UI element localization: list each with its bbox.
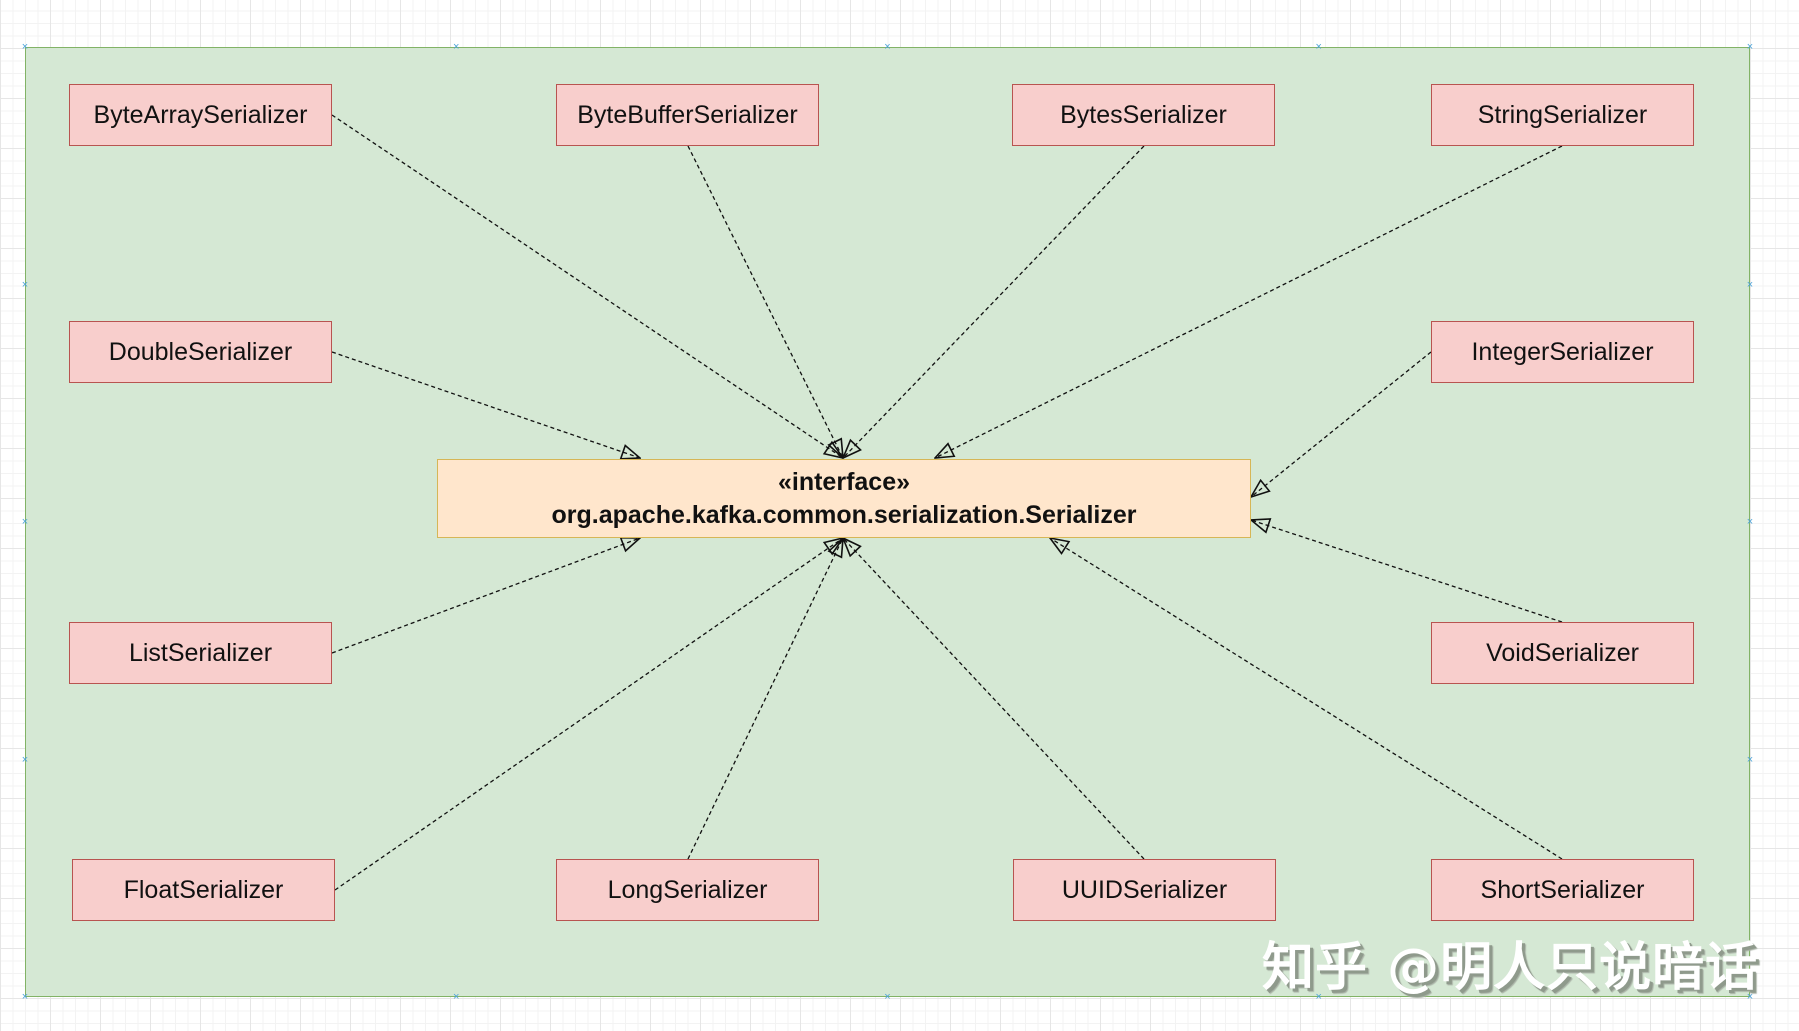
class-label: DoubleSerializer: [108, 337, 293, 366]
realization-arrow-bytes[interactable]: [843, 145, 1145, 458]
class-label: IntegerSerializer: [1471, 337, 1654, 366]
resize-handle-icon[interactable]: ×: [1746, 278, 1754, 291]
class-box-list[interactable]: ListSerializer: [69, 622, 332, 684]
class-box-short[interactable]: ShortSerializer: [1431, 859, 1694, 921]
interface-stereotype: «interface»: [777, 467, 911, 496]
interface-name: org.apache.kafka.common.serialization.Se…: [551, 500, 1137, 529]
resize-handle-icon[interactable]: ×: [1746, 991, 1754, 1003]
zhihu-watermark: 知乎 @明人只说暗话: [1262, 938, 1759, 998]
class-box-bytebuffer[interactable]: ByteBufferSerializer: [556, 84, 819, 146]
realization-arrow-integer[interactable]: [1251, 351, 1432, 497]
class-box-float[interactable]: FloatSerializer: [72, 859, 335, 921]
class-box-integer[interactable]: IntegerSerializer: [1431, 321, 1694, 383]
realization-arrow-uuid[interactable]: [843, 538, 1145, 860]
class-label: ByteBufferSerializer: [577, 100, 798, 129]
realization-arrow-float[interactable]: [334, 538, 843, 891]
resize-handle-icon[interactable]: ×: [21, 41, 29, 53]
class-label: BytesSerializer: [1060, 100, 1227, 129]
resize-handle-icon[interactable]: ×: [884, 41, 891, 53]
resize-handle-icon[interactable]: ×: [21, 991, 29, 1003]
class-label: ShortSerializer: [1480, 875, 1645, 904]
resize-handle-icon[interactable]: ×: [1746, 753, 1754, 766]
resize-handle-icon[interactable]: ×: [1746, 516, 1754, 528]
class-label: ByteArraySerializer: [93, 100, 308, 129]
class-label: UUIDSerializer: [1061, 875, 1228, 904]
class-box-string[interactable]: StringSerializer: [1431, 84, 1694, 146]
class-label: StringSerializer: [1477, 100, 1648, 129]
class-box-bytes[interactable]: BytesSerializer: [1012, 84, 1275, 146]
class-box-bytearray[interactable]: ByteArraySerializer: [69, 84, 332, 146]
class-box-void[interactable]: VoidSerializer: [1431, 622, 1694, 684]
realization-arrow-bytearray[interactable]: [331, 114, 843, 458]
class-label: LongSerializer: [607, 875, 768, 904]
realization-arrow-void[interactable]: [1251, 520, 1563, 623]
class-label: FloatSerializer: [123, 875, 284, 904]
resize-handle-icon[interactable]: ×: [21, 753, 29, 766]
realization-arrow-bytebuffer[interactable]: [687, 145, 843, 458]
class-box-long[interactable]: LongSerializer: [556, 859, 819, 921]
resize-handle-icon[interactable]: ×: [884, 991, 891, 1003]
class-label: ListSerializer: [128, 638, 273, 667]
realization-arrow-short[interactable]: [1050, 538, 1563, 860]
resize-handle-icon[interactable]: ×: [1315, 991, 1322, 1003]
resize-handle-icon[interactable]: ×: [453, 991, 460, 1003]
realization-arrow-string[interactable]: [935, 145, 1563, 458]
realization-arrow-list[interactable]: [331, 538, 640, 654]
resize-handle-icon[interactable]: ×: [21, 278, 29, 291]
resize-handle-icon[interactable]: ×: [21, 516, 29, 528]
resize-handle-icon[interactable]: ×: [453, 41, 460, 53]
class-box-uuid[interactable]: UUIDSerializer: [1013, 859, 1276, 921]
resize-handle-icon[interactable]: ×: [1746, 41, 1754, 53]
serializer-interface-box[interactable]: «interface» org.apache.kafka.common.seri…: [437, 459, 1251, 538]
resize-handle-icon[interactable]: ×: [1315, 41, 1322, 53]
class-label: VoidSerializer: [1486, 638, 1639, 667]
realization-arrow-double[interactable]: [331, 351, 640, 458]
class-box-double[interactable]: DoubleSerializer: [69, 321, 332, 383]
realization-arrow-long[interactable]: [687, 538, 843, 860]
